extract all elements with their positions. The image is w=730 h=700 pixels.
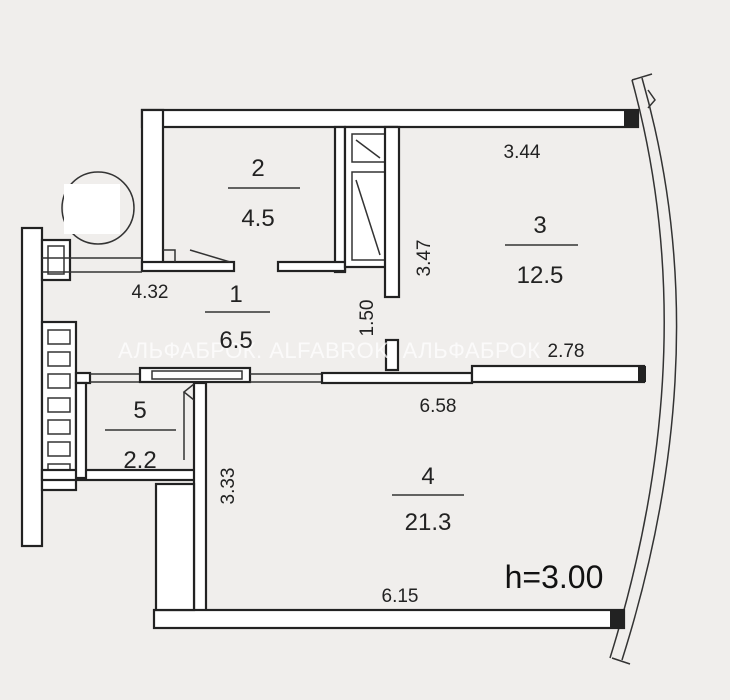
room-5-label: 5 2.2 [105,397,176,474]
dim-room4-bottom: 6.15 [382,586,419,607]
room4-left-wall [192,381,208,615]
circle-marker [61,171,135,245]
svg-text:6.5: 6.5 [219,327,252,354]
dim-hall-short: 1.50 [357,300,378,337]
dim-hall-width: 4.32 [132,282,169,303]
loggia-wall [20,226,44,548]
room2-bottom-wall-right [276,260,347,273]
room-1-label: 1 6.5 [205,281,270,354]
room-3-label: 3 12.5 [505,212,578,289]
room-4-label: 4 21.3 [392,463,464,536]
room4-top-wall [320,371,474,385]
dim-room4-top: 6.58 [420,396,457,417]
room2-left-wall [140,108,165,272]
room2-right-wall [333,125,347,274]
room3-bottom-wall [470,364,646,384]
facade-outer-arc [621,77,678,661]
svg-text:1: 1 [229,281,242,308]
svg-text:2.2: 2.2 [123,447,156,474]
hall-partition [138,366,252,384]
bottom-outer-wall [152,608,626,630]
svg-text:12.5: 12.5 [517,262,564,289]
dim-room3-top: 3.44 [504,142,541,163]
redaction-patch [64,184,120,234]
svg-text:5: 5 [133,397,146,424]
dim-room3-bottom: 2.78 [548,341,585,362]
room5-left-wall [74,381,88,480]
dim-room4-side: 3.33 [218,468,239,505]
ceiling-height: h=3.00 [505,559,604,595]
facade-inner-arc [609,79,665,659]
watermark: АЛЬФАБРОК. ALFABROK. АЛЬФАБРОК [118,338,541,363]
svg-text:4: 4 [421,463,434,490]
room2-bottom-wall-left [140,260,236,273]
top-outer-wall [140,108,640,129]
svg-text:2: 2 [251,155,264,182]
dim-room3-side: 3.47 [414,240,435,277]
room3-left-wall [383,125,401,299]
room-2-label: 2 4.5 [228,155,300,232]
svg-text:21.3: 21.3 [405,509,452,536]
svg-text:3: 3 [533,212,546,239]
svg-text:4.5: 4.5 [241,205,274,232]
